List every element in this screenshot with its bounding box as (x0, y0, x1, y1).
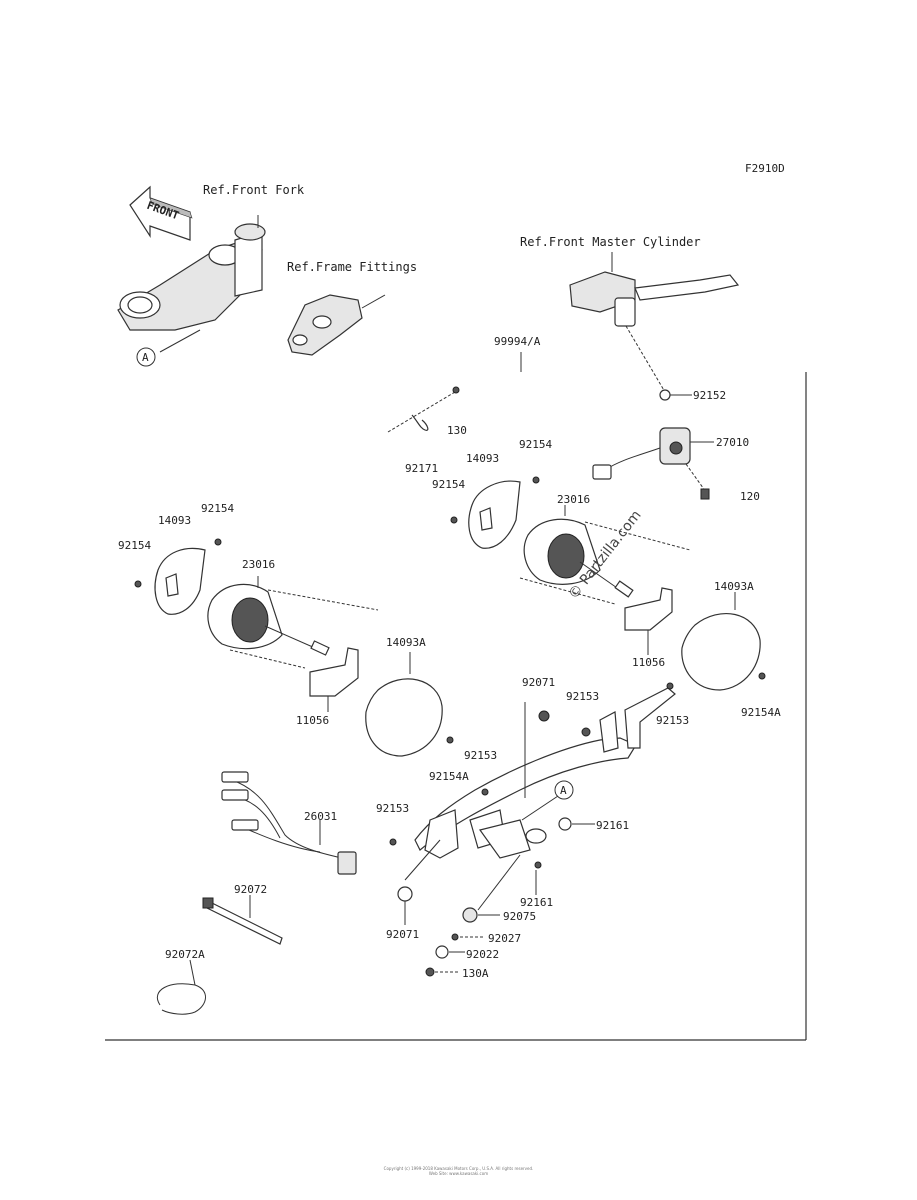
label-92075: 92075 (503, 910, 536, 923)
label-92072: 92072 (234, 883, 267, 896)
frame-fittings-bracket (287, 294, 386, 356)
switch-assembly (592, 389, 714, 500)
label-92154-left-side: 92154 (118, 539, 151, 552)
left-signal-lens (365, 652, 454, 757)
label-27010: 27010 (716, 436, 749, 449)
callout-a-bracket: A (136, 347, 156, 367)
label-92153-a: 92153 (566, 690, 599, 703)
left-signal-bracket-cover (134, 538, 222, 615)
label-23016-right: 23016 (557, 493, 590, 506)
label-23016-left: 23016 (242, 558, 275, 571)
right-signal-bracket-cover (450, 476, 540, 549)
left-signal-stay (229, 589, 379, 712)
label-92071-top: 92071 (522, 676, 555, 689)
label-14093a-left: 14093A (386, 636, 426, 649)
assembly-frame (105, 372, 807, 1041)
cable-tie (202, 895, 283, 945)
label-92153-b: 92153 (656, 714, 689, 727)
label-92171: 92171 (405, 462, 438, 475)
svg-text:A: A (142, 351, 149, 364)
right-signal-unit (523, 505, 634, 598)
label-130a: 130A (462, 967, 489, 980)
label-92154-right-top: 92154 (519, 438, 552, 451)
label-92153-c: 92153 (464, 749, 497, 762)
fork-bracket (117, 215, 266, 353)
label-14093-left: 14093 (158, 514, 191, 527)
label-92152: 92152 (693, 389, 726, 402)
label-130: 130 (447, 424, 467, 437)
label-92161-b: 92161 (520, 896, 553, 909)
footer-line-1: Copyright (c) 1999-2018 Kawasaki Motors … (383, 1166, 534, 1171)
label-99994a: 99994/A (494, 335, 541, 348)
label-92027: 92027 (488, 932, 521, 945)
ref-frame-fittings: Ref.Frame Fittings (287, 260, 417, 274)
copyright-footer: Copyright (c) 1999-2018 Kawasaki Motors … (0, 1166, 917, 1176)
label-92072a: 92072A (165, 948, 205, 961)
svg-text:A: A (560, 784, 567, 797)
label-92161-a: 92161 (596, 819, 629, 832)
footer-line-2: Web Site: www.kawasaki.com (428, 1171, 489, 1176)
left-signal-unit (207, 576, 330, 656)
label-120: 120 (740, 490, 760, 503)
wiring-harness (221, 771, 357, 875)
label-92153-d: 92153 (376, 802, 409, 815)
right-signal-stay (519, 521, 691, 655)
right-signal-lens (681, 592, 766, 691)
label-92071-bottom: 92071 (386, 928, 419, 941)
label-92022: 92022 (466, 948, 499, 961)
callout-a-stay: A (554, 780, 574, 800)
label-92154-left-top: 92154 (201, 502, 234, 515)
diagram-code: F2910D (745, 162, 785, 175)
label-92154-right-left: 92154 (432, 478, 465, 491)
main-stay-bracket (414, 687, 676, 859)
band-clip (157, 959, 206, 1015)
label-14093a-right: 14093A (714, 580, 754, 593)
ref-front-fork: Ref.Front Fork (203, 183, 305, 197)
front-direction-arrow: FRONT (129, 185, 193, 241)
ref-front-master-cylinder: Ref.Front Master Cylinder (520, 235, 701, 249)
label-11056-right: 11056 (632, 656, 665, 669)
label-14093-right: 14093 (466, 452, 499, 465)
fasteners (389, 682, 674, 977)
label-92154a-left: 92154A (429, 770, 469, 783)
leader-lines-bottom (404, 823, 595, 973)
clamp-130 (387, 386, 460, 433)
label-92154a-right: 92154A (741, 706, 781, 719)
label-26031: 26031 (304, 810, 337, 823)
label-11056-left: 11056 (296, 714, 329, 727)
front-master-cylinder (569, 252, 740, 393)
